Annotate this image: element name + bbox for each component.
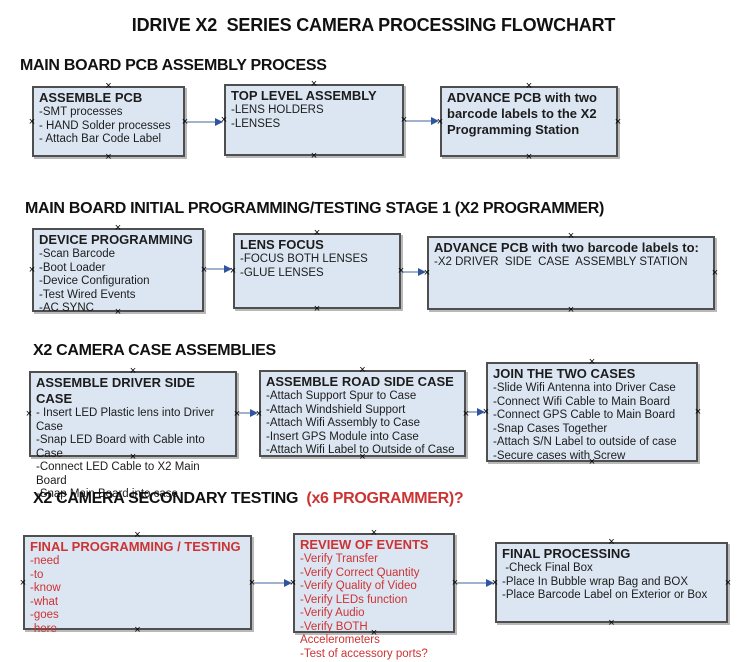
box-item: -Slide Wifi Antenna into Driver Case — [493, 382, 676, 394]
box-item: -Scan Barcode — [39, 248, 116, 260]
section-header-2: MAIN BOARD INITIAL PROGRAMMING/TESTING S… — [25, 200, 604, 218]
box-device-programming[interactable]: DEVICE PROGRAMMING-Scan Barcode-Boot Loa… — [32, 228, 204, 314]
box-lens-focus[interactable]: LENS FOCUS-FOCUS BOTH LENSES-GLUE LENSES — [233, 233, 401, 309]
arrow-head-icon — [284, 579, 292, 587]
box-title: TOP LEVEL ASSEMBLY — [231, 88, 377, 103]
box-item: -know — [30, 582, 61, 594]
box-item: -Verify Quality of Video — [300, 580, 417, 592]
box-item: -GLUE LENSES — [240, 266, 324, 279]
box-title: ADVANCE PCB with two barcode labels to: — [434, 240, 699, 255]
box-item: -Insert GPS Module into Case — [266, 430, 419, 443]
box-title: FINAL PROGRAMMING / TESTING — [30, 539, 241, 554]
section-header-text: MAIN BOARD PCB ASSEMBLY PROCESS — [20, 57, 327, 74]
box-final-programming-testing[interactable]: FINAL PROGRAMMING / TESTING-need-to-know… — [23, 535, 252, 635]
arrow-head-icon — [477, 408, 485, 416]
box-item: -Attach Windshield Support — [266, 403, 406, 416]
box-advance-pcb-with-two-barcode-labels-to-t[interactable]: ADVANCE PCB with two barcode labels to t… — [440, 86, 618, 157]
box-item: -Snap Main Board into case — [36, 488, 178, 500]
box-item: - HAND Solder processes — [39, 119, 171, 132]
arrow-head-icon — [250, 409, 258, 417]
arrow-line — [205, 268, 226, 270]
box-item: -to — [30, 568, 44, 581]
box-item: -Attach Wifi Assembly to Case — [266, 417, 421, 429]
box-item: -LENSES — [231, 117, 281, 130]
box-item: -LENS HOLDERS — [231, 104, 324, 116]
box-item: -need — [30, 555, 60, 567]
section-header-3: X2 CAMERA CASE ASSEMBLIES — [33, 342, 276, 360]
arrow-line — [253, 582, 286, 584]
box-title: ASSEMBLE ROAD SIDE CASE — [266, 374, 454, 389]
box-item: -Secure cases with Screw — [493, 449, 626, 462]
box-item: -Verify Correct Quantity — [300, 566, 420, 579]
box-title: DEVICE PROGRAMMING — [39, 232, 193, 247]
box-item: -Snap LED Board with Cable into Case — [36, 434, 208, 460]
box-title: REVIEW OF EVENTS — [300, 537, 429, 552]
section-header-text: X2 CAMERA SECONDARY TESTING — [33, 490, 303, 507]
box-advance-pcb-with-two-barcode-labels-to[interactable]: ADVANCE PCB with two barcode labels to:-… — [427, 236, 715, 310]
box-title: ADVANCE PCB with two barcode labels to t… — [447, 90, 597, 137]
box-item: -Verify LEDs function — [300, 593, 408, 606]
box-item: -Test of accessory ports? — [300, 647, 428, 660]
arrow-head-icon — [431, 117, 439, 125]
box-item: -X2 DRIVER SIDE CASE ASSEMBLY STATION — [434, 256, 688, 268]
box-item: -Boot Loader — [39, 261, 106, 274]
box-item: -Device Configuration — [39, 275, 150, 287]
box-item: -Verify Transfer — [300, 553, 378, 565]
section-header-text: X2 CAMERA CASE ASSEMBLIES — [33, 342, 276, 359]
arrow-head-icon — [224, 265, 232, 273]
arrow-line — [467, 411, 479, 413]
box-title: LENS FOCUS — [240, 237, 324, 252]
box-item: -Snap Cases Together — [493, 422, 608, 435]
box-item: -Attach S/N Label to outside of case — [493, 436, 677, 448]
box-assemble-pcb[interactable]: ASSEMBLE PCB-SMT processes- HAND Solder … — [32, 86, 185, 157]
section-header-suffix: (x6 PROGRAMMER)? — [302, 490, 464, 507]
box-title: ASSEMBLE DRIVER SIDE CASE — [36, 375, 195, 406]
box-item: -Attach Support Spur to Case — [266, 390, 417, 402]
box-item: - Insert LED Plastic lens into Driver Ca… — [36, 407, 218, 433]
box-assemble-driver-side-case[interactable]: ASSEMBLE DRIVER SIDE CASE- Insert LED Pl… — [29, 371, 237, 500]
box-top-level-assembly[interactable]: TOP LEVEL ASSEMBLY-LENS HOLDERS-LENSES — [224, 84, 404, 156]
box-item: -Connect GPS Cable to Main Board — [493, 409, 676, 421]
box-item: -Check Final Box — [502, 562, 593, 574]
box-item: -FOCUS BOTH LENSES — [240, 253, 368, 265]
box-assemble-road-side-case[interactable]: ASSEMBLE ROAD SIDE CASE-Attach Support S… — [259, 370, 466, 457]
arrow-head-icon — [418, 268, 426, 276]
arrow-line — [402, 271, 420, 273]
box-item: -SMT processes — [39, 106, 123, 118]
box-item: -Connect Wifi Cable to Main Board — [493, 395, 671, 408]
box-item: -goes — [30, 609, 59, 621]
box-title: FINAL PROCESSING — [502, 546, 631, 561]
arrow-line — [186, 121, 217, 123]
box-item: -Test Wired Events — [39, 288, 136, 301]
box-final-processing[interactable]: FINAL PROCESSING -Check Final Box-Place … — [495, 542, 728, 623]
arrow-line — [456, 582, 488, 584]
box-item: -Connect LED Cable to X2 Main Board — [36, 461, 203, 487]
box-item: -Verify Audio — [300, 607, 365, 619]
arrow-head-icon — [215, 118, 223, 126]
box-item: -AC SYNC — [39, 302, 94, 314]
box-review-of-events[interactable]: REVIEW OF EVENTS-Verify Transfer-Verify … — [293, 533, 455, 660]
box-item: -here — [30, 622, 57, 635]
section-header-4: X2 CAMERA SECONDARY TESTING (x6 PROGRAMM… — [33, 490, 464, 508]
arrow-head-icon — [486, 579, 494, 587]
section-header-1: MAIN BOARD PCB ASSEMBLY PROCESS — [20, 57, 327, 75]
box-item: - Attach Bar Code Label — [39, 133, 162, 145]
arrow-line — [405, 120, 433, 122]
box-item: -what — [30, 595, 59, 608]
box-item: -Place In Bubble wrap Bag and BOX — [502, 575, 689, 588]
arrow-line — [238, 412, 252, 414]
page-title: IDRIVE X2 SERIES CAMERA PROCESSING FLOWC… — [131, 15, 616, 35]
box-item: -Verify BOTH Accelerometers — [300, 620, 380, 647]
box-title: JOIN THE TWO CASES — [493, 366, 636, 381]
section-header-text: MAIN BOARD INITIAL PROGRAMMING/TESTING S… — [25, 200, 605, 217]
box-item: -Place Barcode Label on Exterior or Box — [502, 589, 708, 601]
box-join-the-two-cases[interactable]: JOIN THE TWO CASES-Slide Wifi Antenna in… — [486, 362, 698, 462]
box-item: -Attach Wifi Label to Outside of Case — [266, 444, 455, 456]
box-title: ASSEMBLE PCB — [39, 90, 143, 105]
